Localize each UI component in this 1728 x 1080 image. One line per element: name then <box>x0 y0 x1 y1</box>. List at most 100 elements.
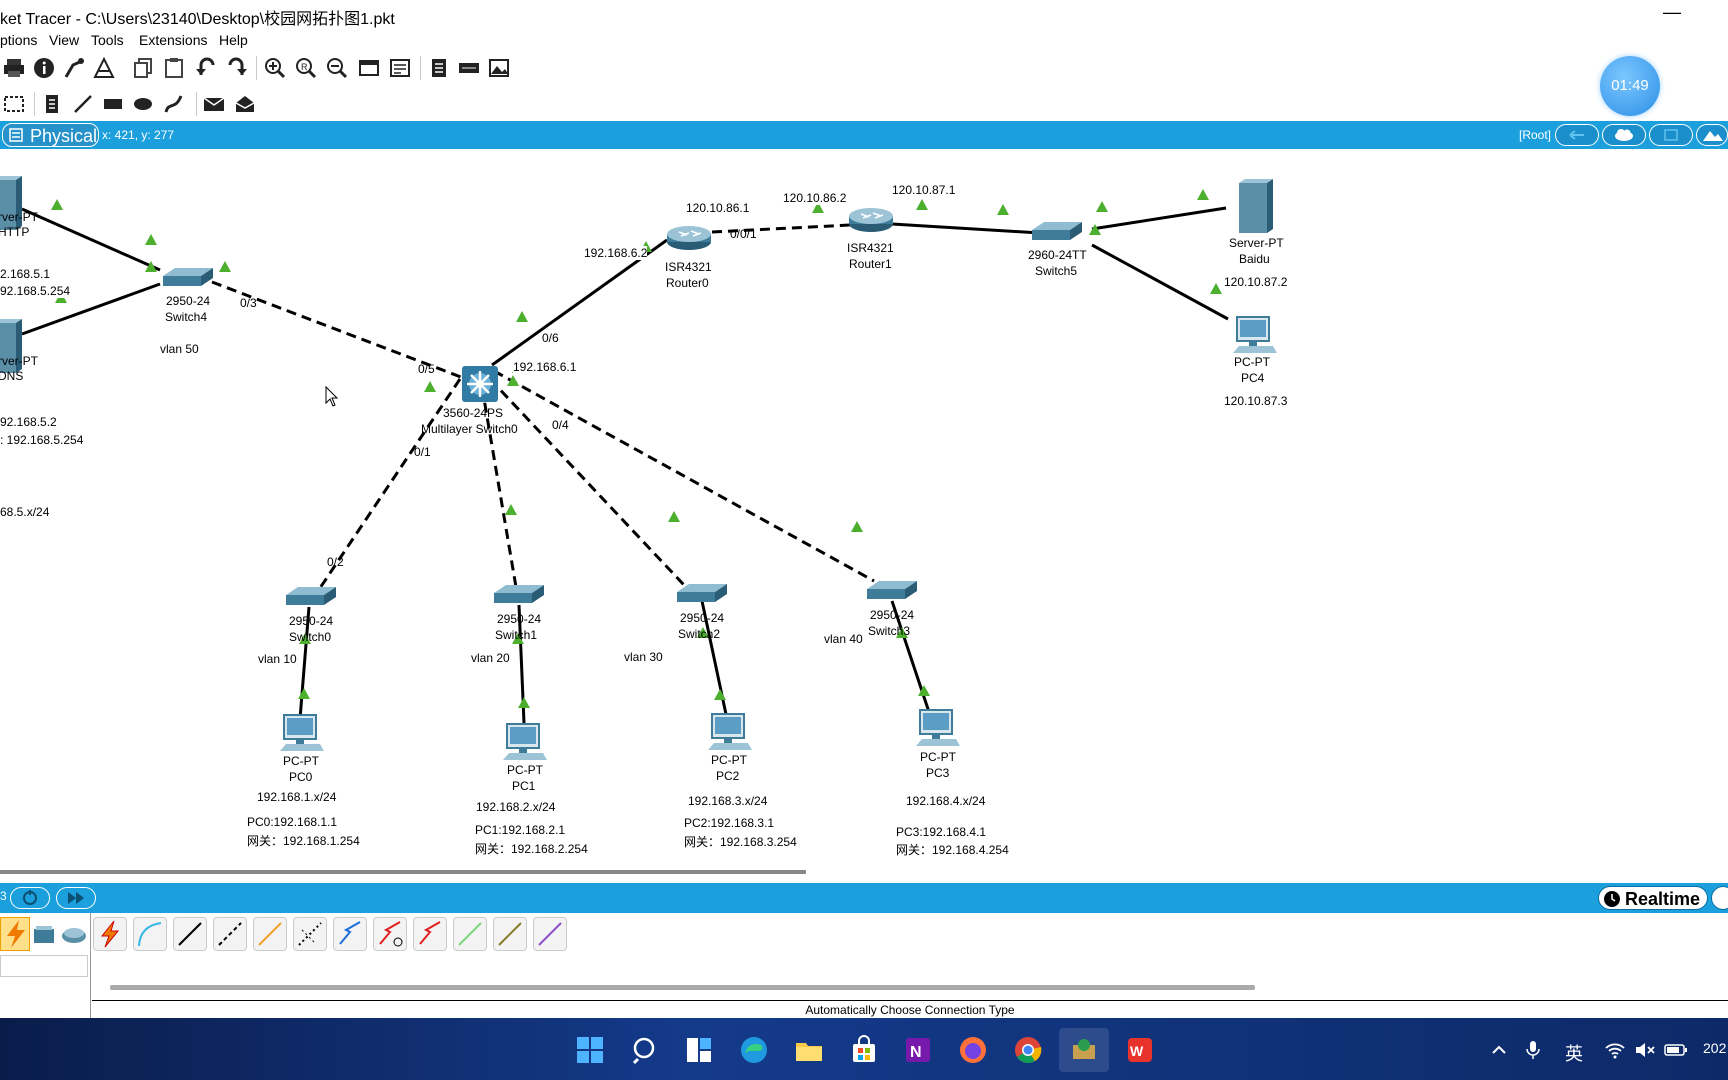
edge-browser-icon[interactable] <box>739 1035 769 1065</box>
link-switch0-pc0[interactable] <box>298 606 311 720</box>
topology-canvas[interactable]: rver-PT HTTP rver-PT DNS 2950-24 Switch4… <box>0 149 1728 869</box>
picture-icon[interactable] <box>488 57 510 79</box>
connections-scrollbar[interactable] <box>110 985 1255 990</box>
switch4[interactable] <box>163 268 213 286</box>
link-router0-router1[interactable] <box>711 223 851 234</box>
switch5[interactable] <box>1032 222 1082 240</box>
router0[interactable] <box>666 225 712 251</box>
conn-octal[interactable] <box>453 917 487 951</box>
zoom-reset-icon[interactable]: R <box>295 57 317 79</box>
server-baidu[interactable] <box>1239 179 1273 233</box>
simple-pdu-icon[interactable] <box>203 93 225 115</box>
menu-options[interactable]: ptions <box>0 32 38 48</box>
draw-line-icon[interactable] <box>72 93 94 115</box>
multilayer-switch0[interactable] <box>460 364 500 404</box>
redo-icon[interactable] <box>226 57 248 79</box>
network-info-icon[interactable] <box>63 57 85 79</box>
wps-icon[interactable]: W <box>1125 1035 1155 1065</box>
undo-icon[interactable] <box>195 57 217 79</box>
info-icon[interactable] <box>33 57 55 79</box>
conn-auto[interactable] <box>93 917 127 951</box>
menu-extensions[interactable]: Extensions <box>139 32 208 48</box>
onenote-icon[interactable]: N <box>903 1035 933 1065</box>
store-icon[interactable] <box>849 1035 879 1065</box>
conn-fiber[interactable] <box>253 917 287 951</box>
windows-start-icon[interactable] <box>575 1035 605 1065</box>
link-msw-switch0[interactable] <box>316 378 462 592</box>
pc1[interactable] <box>502 723 548 761</box>
fast-forward-button[interactable] <box>56 887 96 909</box>
conn-serial-dce[interactable] <box>373 917 407 951</box>
firefox-icon[interactable] <box>958 1035 988 1065</box>
canvas-horizontal-scrollbar[interactable] <box>0 870 806 874</box>
switch3[interactable] <box>867 581 917 599</box>
conn-coaxial[interactable] <box>333 917 367 951</box>
pc3[interactable] <box>915 709 961 747</box>
root-breadcrumb[interactable]: [Root] <box>1519 128 1552 142</box>
rectangle-icon[interactable] <box>102 93 124 115</box>
complex-pdu-icon[interactable] <box>234 93 256 115</box>
pc0[interactable] <box>279 714 325 752</box>
battery-icon[interactable] <box>1664 1042 1688 1058</box>
power-cycle-button[interactable] <box>10 887 50 909</box>
conn-copper-straight[interactable] <box>173 917 207 951</box>
show-hidden-icons-icon[interactable] <box>1490 1041 1508 1059</box>
file-explorer-icon[interactable] <box>794 1035 824 1065</box>
simulation-mode-button[interactable] <box>1711 886 1728 910</box>
conn-copper-cross[interactable] <box>213 917 247 951</box>
switch2[interactable] <box>677 584 727 602</box>
wifi-icon[interactable] <box>1604 1041 1626 1059</box>
viewport-button[interactable] <box>1649 124 1693 146</box>
notes-icon[interactable] <box>428 57 450 79</box>
minimize-button[interactable]: — <box>1663 2 1681 22</box>
link-switch5-baidu[interactable] <box>1091 206 1227 231</box>
conn-phone[interactable] <box>293 917 327 951</box>
pc2[interactable] <box>707 713 753 751</box>
speaker-muted-icon[interactable] <box>1634 1041 1656 1059</box>
zoom-out-icon[interactable] <box>326 57 348 79</box>
switch0[interactable] <box>286 587 336 605</box>
link-msw-router0[interactable] <box>491 238 668 367</box>
misc-category-icon[interactable] <box>32 923 56 947</box>
link-msw-switch2[interactable] <box>488 377 686 587</box>
conn-iot[interactable] <box>493 917 527 951</box>
freeform-icon[interactable] <box>163 93 185 115</box>
conn-console[interactable] <box>133 917 167 951</box>
link-switch5-pc4[interactable] <box>1091 243 1229 321</box>
device-template-icon[interactable] <box>458 57 480 79</box>
category-connections[interactable] <box>0 917 30 951</box>
ellipse-icon[interactable] <box>132 93 154 115</box>
conn-usb[interactable] <box>533 917 567 951</box>
link-http-switch4[interactable] <box>21 207 161 272</box>
copy-icon[interactable] <box>133 57 155 79</box>
custom-device-icon[interactable] <box>389 57 411 79</box>
link-dns-switch4[interactable] <box>21 282 161 336</box>
widgets-icon[interactable] <box>684 1035 714 1065</box>
conn-serial-dte[interactable] <box>413 917 447 951</box>
recording-timer[interactable]: 01:49 <box>1600 56 1660 116</box>
clock-text[interactable]: 202 <box>1703 1040 1727 1056</box>
link-switch3-pc3[interactable] <box>890 600 932 716</box>
zoom-in-icon[interactable] <box>264 57 286 79</box>
menu-help[interactable]: Help <box>219 32 248 48</box>
pc4[interactable] <box>1232 316 1278 354</box>
menu-tools[interactable]: Tools <box>91 32 124 48</box>
input-method-indicator[interactable]: 英 <box>1565 1044 1583 1064</box>
chrome-icon[interactable] <box>1013 1035 1043 1065</box>
drawing-palette-icon[interactable] <box>358 57 380 79</box>
note-icon[interactable] <box>41 93 63 115</box>
select-icon[interactable] <box>3 93 25 115</box>
print-icon[interactable] <box>3 57 25 79</box>
cloud-button[interactable] <box>1602 124 1646 146</box>
physical-tab[interactable]: Physical <box>2 123 99 147</box>
activity-wizard-icon[interactable] <box>93 57 115 79</box>
realtime-mode-button[interactable]: Realtime <box>1598 886 1708 910</box>
multiuser-category-icon[interactable] <box>60 923 88 947</box>
link-msw-switch1[interactable] <box>480 386 518 588</box>
link-router1-switch5[interactable] <box>891 222 1041 235</box>
link-switch4-msw[interactable] <box>211 280 475 384</box>
link-msw-switch3[interactable] <box>493 369 875 583</box>
switch1[interactable] <box>494 585 544 603</box>
packet-tracer-taskbar-button[interactable] <box>1059 1028 1109 1072</box>
back-button[interactable] <box>1555 124 1599 146</box>
